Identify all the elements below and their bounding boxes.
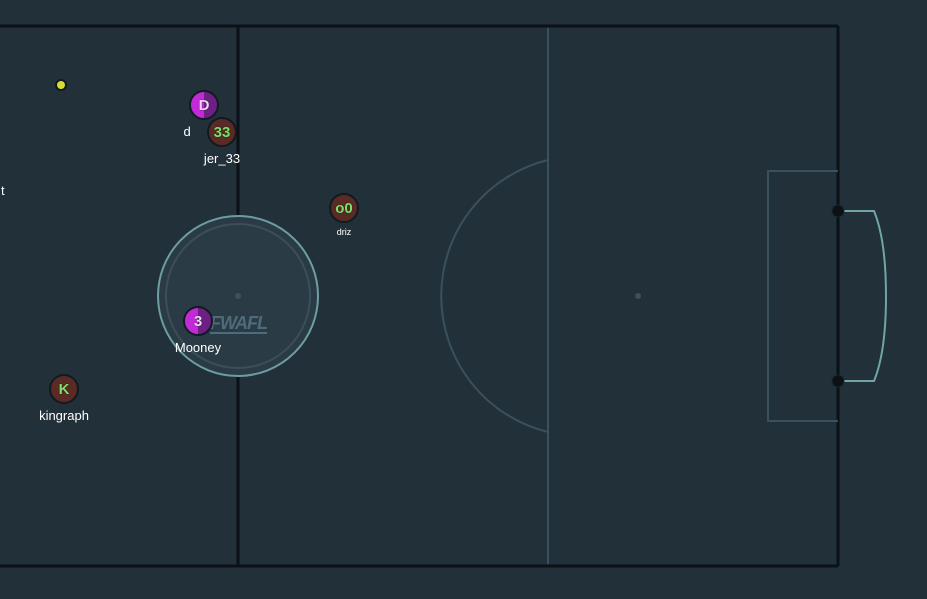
- faint-spot: [635, 293, 641, 299]
- player-avatar: D: [198, 96, 210, 114]
- player-name-mooney: Mooney: [174, 340, 222, 355]
- player-name-jer33: jer_33: [203, 151, 241, 166]
- player-name-driz: driz: [336, 227, 352, 237]
- center-circle-inner: [165, 223, 311, 369]
- ball[interactable]: [55, 79, 67, 91]
- player-dang[interactable]: D: [189, 90, 219, 120]
- player-jer33[interactable]: 33: [207, 117, 237, 147]
- player-driz[interactable]: o0: [329, 193, 359, 223]
- offscreen-player-name: t: [1, 183, 5, 198]
- fwafl-watermark: FWAFL: [210, 313, 268, 334]
- center-spot: [235, 293, 241, 299]
- player-avatar: 3: [193, 312, 203, 330]
- faint-arc: [440, 159, 549, 433]
- player-name-dang: dang: [183, 124, 213, 139]
- goal-post-bottom: [831, 374, 845, 388]
- penalty-box: [767, 170, 838, 422]
- player-mooney[interactable]: 3: [183, 306, 213, 336]
- player-avatar: 33: [213, 123, 231, 141]
- goal-net: [838, 210, 888, 382]
- player-avatar: o0: [335, 199, 353, 217]
- player-kingraph[interactable]: K: [49, 374, 79, 404]
- player-avatar: K: [58, 380, 70, 398]
- player-name-kingraph: kingraph: [39, 408, 89, 423]
- goal-post-top: [831, 204, 845, 218]
